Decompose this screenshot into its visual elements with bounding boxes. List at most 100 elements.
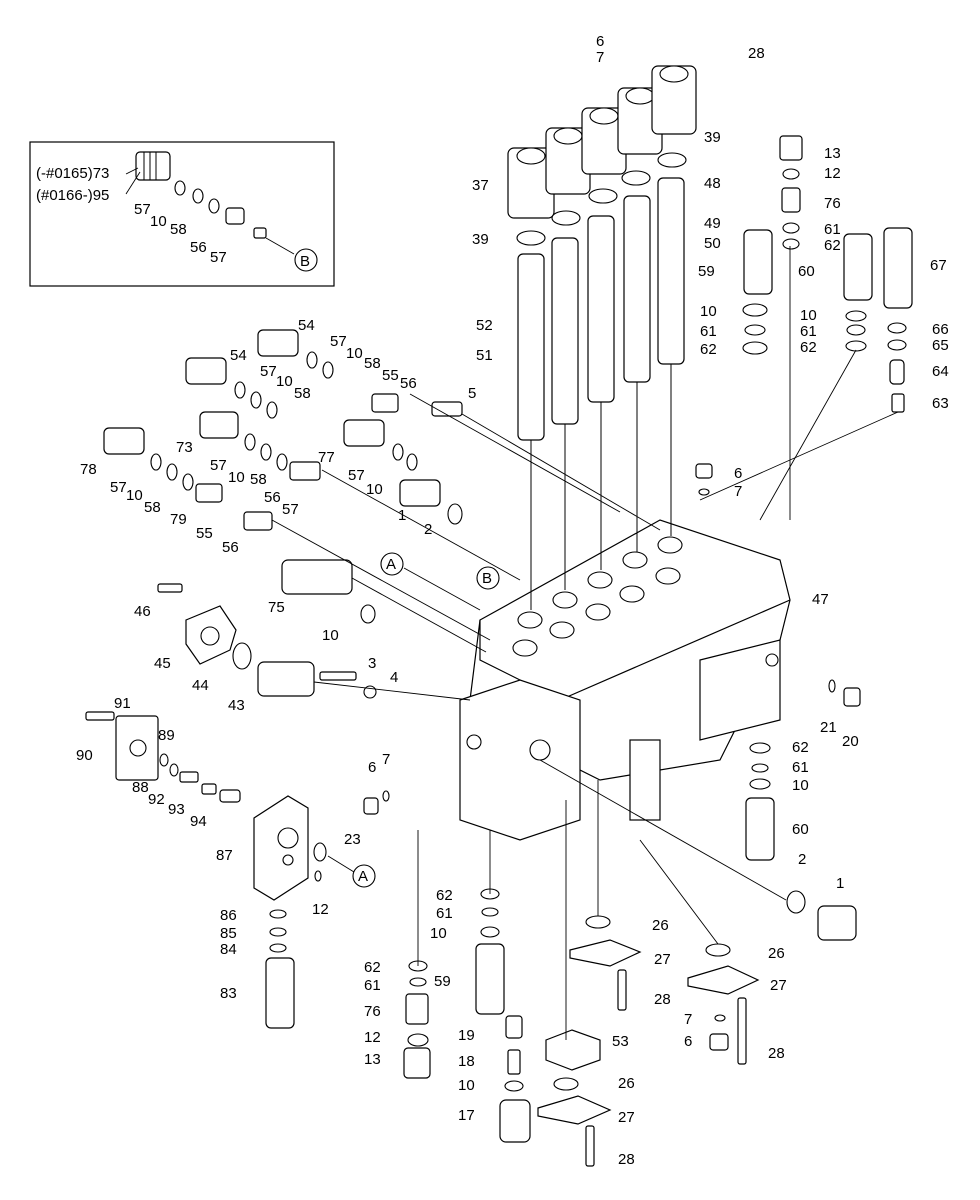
callout-c12b: 12 <box>312 901 329 918</box>
callout-c2b: 2 <box>798 851 806 868</box>
callout-c62c: 62 <box>800 339 817 356</box>
callout-c28b: 28 <box>654 991 671 1008</box>
callout-c90: 90 <box>76 747 93 764</box>
left-seals <box>150 351 418 491</box>
callout-c65: 65 <box>932 337 949 354</box>
callout-c61e: 61 <box>436 905 453 922</box>
svg-text:57: 57 <box>134 201 151 218</box>
callout-c39a: 39 <box>704 129 721 146</box>
callout-c60b: 60 <box>792 821 809 838</box>
inset-plug <box>135 151 171 181</box>
callout-c26b: 26 <box>768 945 785 962</box>
callout-c10e: 10 <box>228 469 245 486</box>
callout-c62f: 62 <box>364 959 381 976</box>
callout-c6a: 6 <box>596 33 604 50</box>
inset-line1: (-#0165)73 <box>36 165 109 182</box>
callout-c76a: 76 <box>824 195 841 212</box>
callout-c28d: 28 <box>618 1151 635 1168</box>
callout-c43: 43 <box>228 697 245 714</box>
callout-c6b: 6 <box>734 465 742 482</box>
callout-c3: 3 <box>368 655 376 672</box>
callout-c10g: 10 <box>126 487 143 504</box>
svg-text:57: 57 <box>210 249 227 266</box>
callout-c27c: 27 <box>618 1109 635 1126</box>
right-parts <box>695 463 861 941</box>
callout-c63: 63 <box>932 395 949 412</box>
inset-spring <box>253 227 267 239</box>
callout-c88: 88 <box>132 779 149 796</box>
callout-c58d: 58 <box>144 499 161 516</box>
callout-c79: 79 <box>170 511 187 528</box>
callout-c54b: 54 <box>230 347 247 364</box>
callout-c5: 5 <box>468 385 476 402</box>
callout-c66: 66 <box>932 321 949 338</box>
callout-c54a: 54 <box>298 317 315 334</box>
callout-c46: 46 <box>134 603 151 620</box>
inset-box: (-#0165)73 (#0166-)95 57 10 58 56 57 B <box>29 141 335 287</box>
callout-c62b: 62 <box>700 341 717 358</box>
flange-parts <box>85 583 390 901</box>
callout-c60a: 60 <box>798 263 815 280</box>
callout-c10h: 10 <box>322 627 339 644</box>
svg-text:58: 58 <box>170 221 187 238</box>
callout-c27b: 27 <box>770 977 787 994</box>
callout-c59b: 59 <box>434 973 451 990</box>
callout-c26c: 26 <box>618 1075 635 1092</box>
callout-c39b: 39 <box>472 231 489 248</box>
ref-circle-a-bottom <box>352 864 376 888</box>
callout-c89: 89 <box>158 727 175 744</box>
callout-c58b: 58 <box>294 385 311 402</box>
callout-c6c: 6 <box>368 759 376 776</box>
ref-markers: A B A <box>327 552 500 888</box>
callout-c52: 52 <box>476 317 493 334</box>
callout-c84: 84 <box>220 941 237 958</box>
callout-c13b: 13 <box>364 1051 381 1068</box>
callout-c62d: 62 <box>792 739 809 756</box>
callout-c64: 64 <box>932 363 949 380</box>
callout-c93: 93 <box>168 801 185 818</box>
inset-line2: (#0166-)95 <box>36 187 109 204</box>
callout-c48: 48 <box>704 175 721 192</box>
callout-c2a: 2 <box>424 521 432 538</box>
callout-c57a: 57 <box>330 333 347 350</box>
callout-c56b: 56 <box>264 489 281 506</box>
callout-c57c: 57 <box>210 457 227 474</box>
callout-c28c: 28 <box>768 1045 785 1062</box>
callout-c23: 23 <box>344 831 361 848</box>
callout-c61b: 61 <box>700 323 717 340</box>
assembly-lines <box>271 246 899 1040</box>
callout-c51: 51 <box>476 347 493 364</box>
callout-c86: 86 <box>220 907 237 924</box>
callout-c10a: 10 <box>700 303 717 320</box>
callout-c10k: 10 <box>458 1077 475 1094</box>
callout-c61f: 61 <box>364 977 381 994</box>
ref-circle-b-body <box>476 566 500 590</box>
callout-c56a: 56 <box>400 375 417 392</box>
callout-c37: 37 <box>472 177 489 194</box>
callout-c61c: 61 <box>800 323 817 340</box>
callout-c76b: 76 <box>364 1003 381 1020</box>
svg-text:56: 56 <box>190 239 207 256</box>
callout-c12c: 12 <box>364 1029 381 1046</box>
relief-valves-top <box>742 135 913 413</box>
callout-c7c: 7 <box>382 751 390 768</box>
callout-c6d: 6 <box>684 1033 692 1050</box>
callout-c27a: 27 <box>654 951 671 968</box>
callout-c67: 67 <box>930 257 947 274</box>
callout-c62e: 62 <box>436 887 453 904</box>
callout-c45: 45 <box>154 655 171 672</box>
callout-c1b: 1 <box>836 875 844 892</box>
callout-c18: 18 <box>458 1053 475 1070</box>
callout-c78: 78 <box>80 461 97 478</box>
callout-c49: 49 <box>704 215 721 232</box>
callout-c73: 73 <box>176 439 193 456</box>
callout-c10c: 10 <box>346 345 363 362</box>
callout-c57d: 57 <box>348 467 365 484</box>
valve-body <box>459 519 791 841</box>
svg-text:A: A <box>386 556 396 573</box>
callout-c10b: 10 <box>800 307 817 324</box>
callout-c94: 94 <box>190 813 207 830</box>
callout-c28a: 28 <box>748 45 765 62</box>
bottom-parts <box>265 888 760 1167</box>
